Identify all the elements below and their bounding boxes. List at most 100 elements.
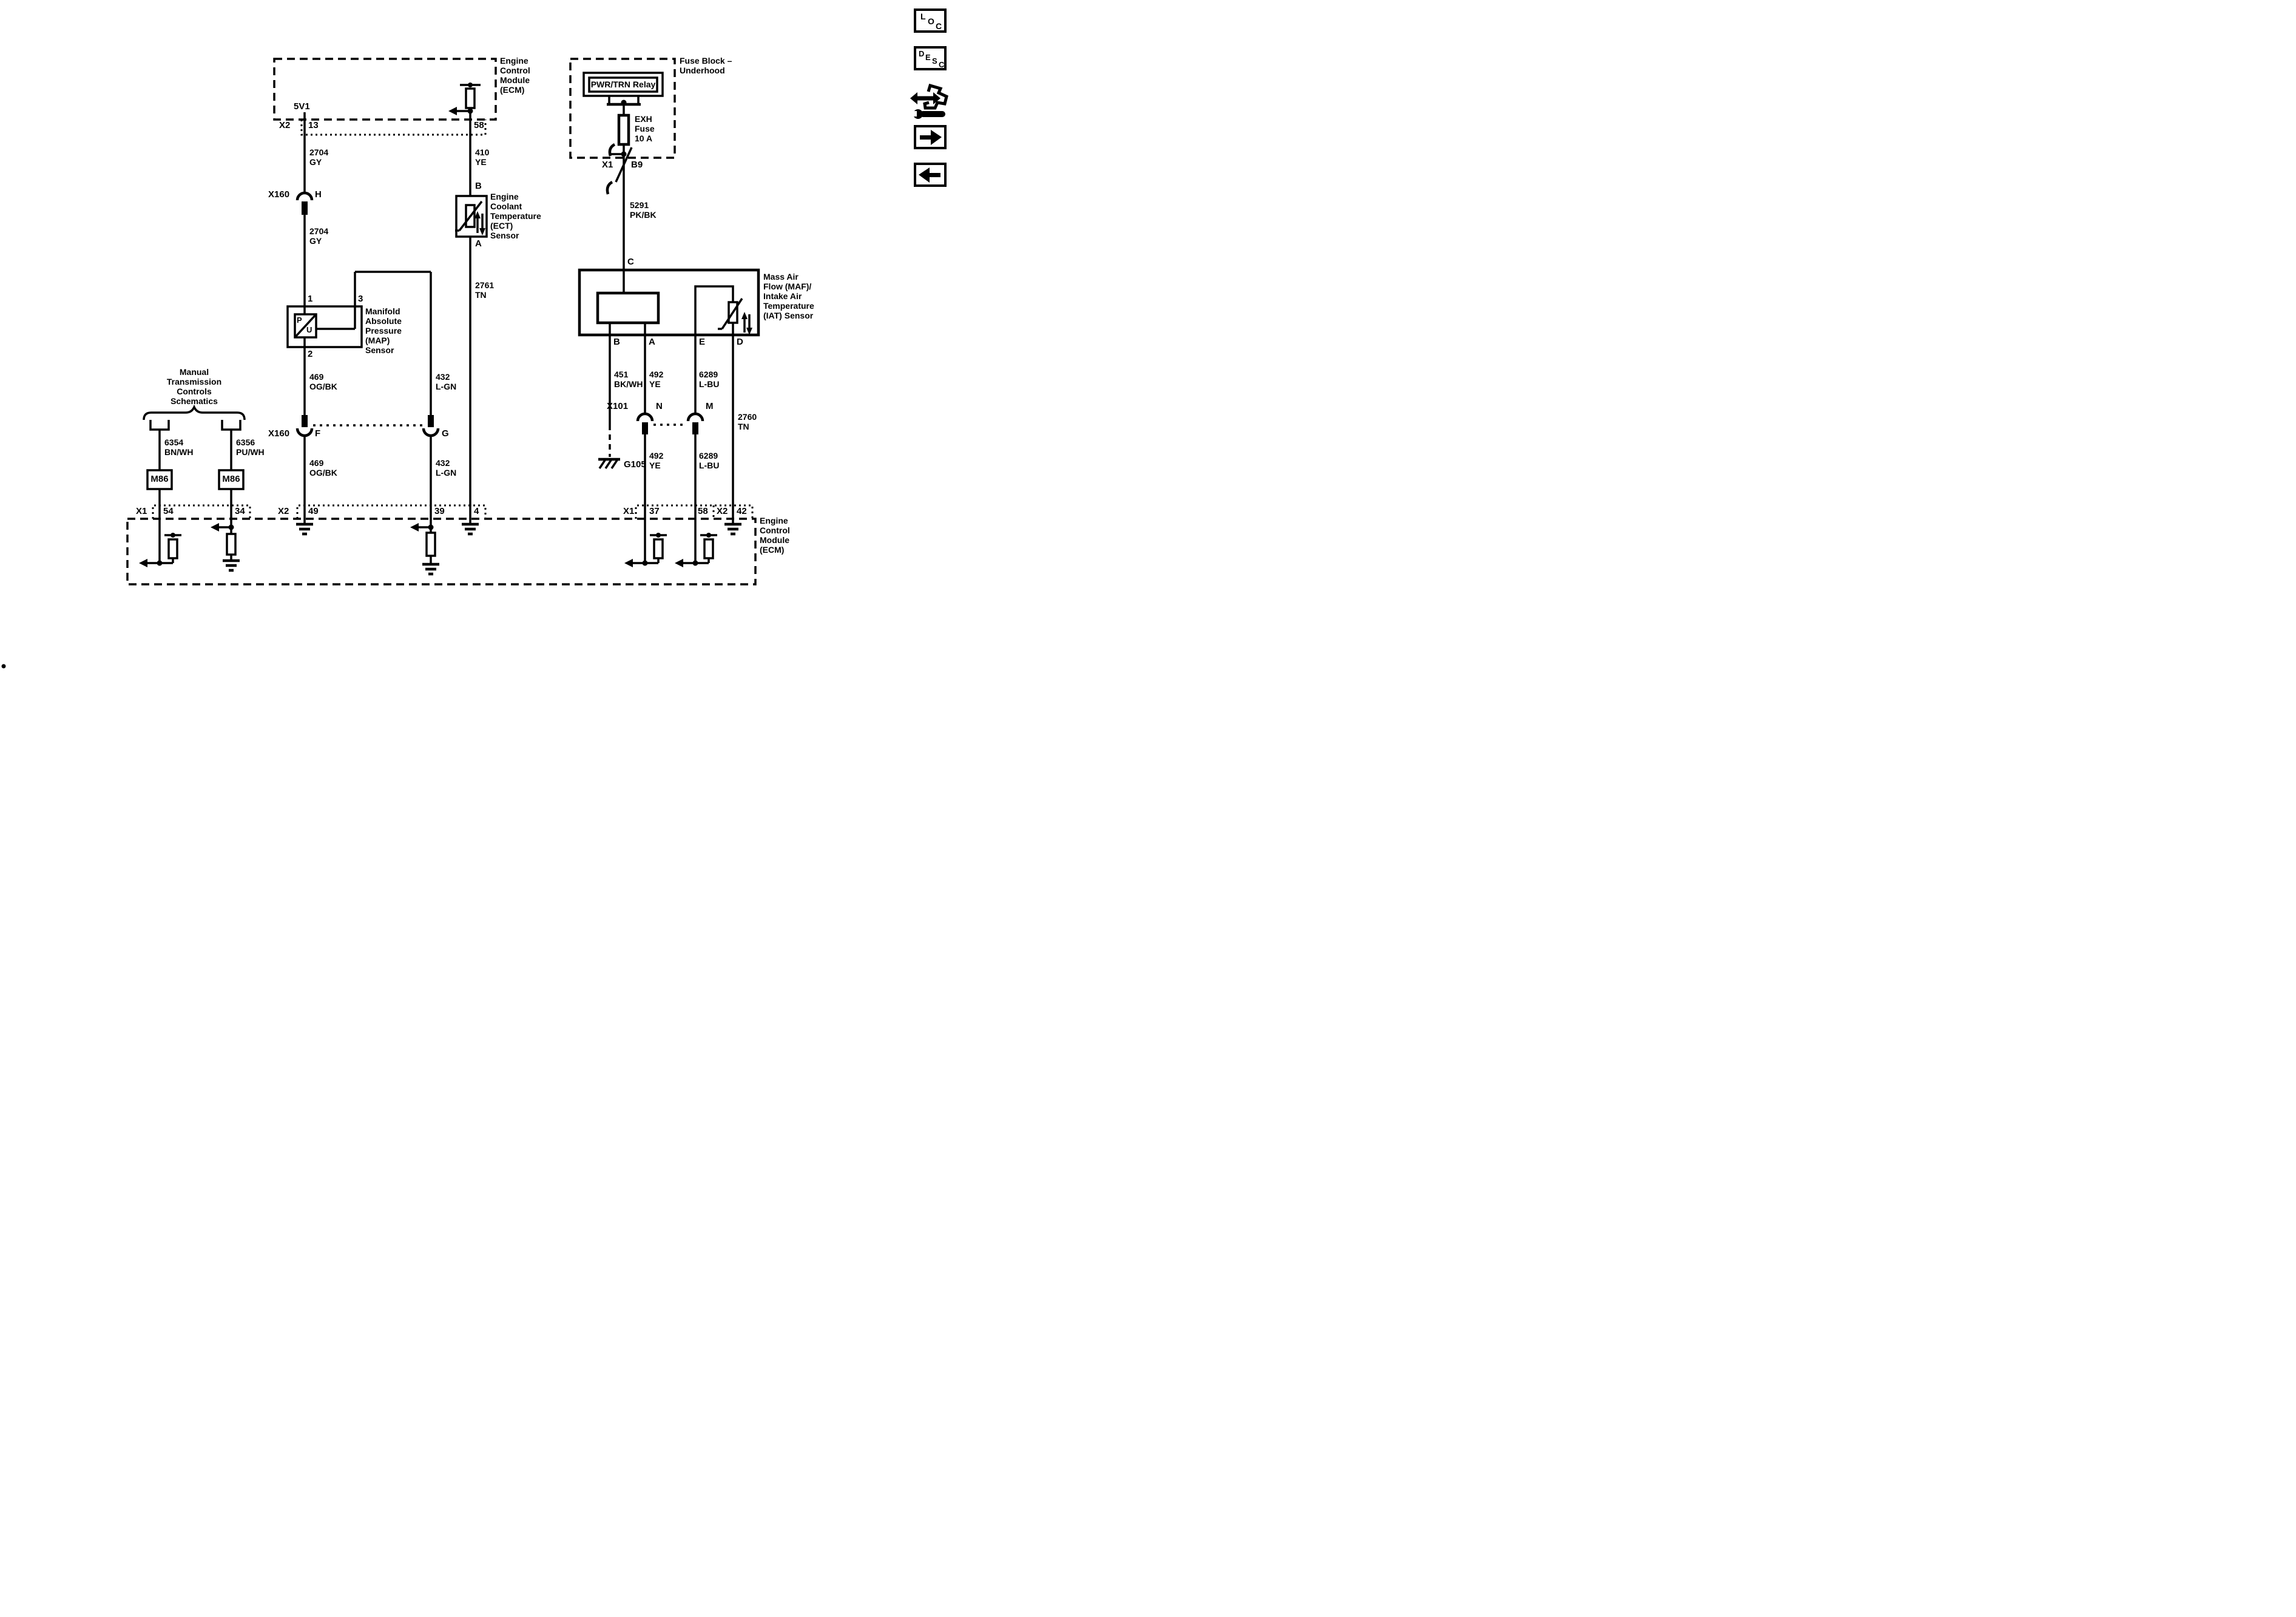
wire-432-label-lower: 432 L-GN [436, 458, 457, 478]
pin-49-label: 49 [308, 506, 319, 516]
pin-g-label: G [442, 428, 449, 439]
wire-2704-label-lower: 2704 GY [309, 226, 329, 246]
manual-trans-title: Manual Transmission Controls Schematics [166, 367, 222, 406]
page-dot [1, 664, 6, 669]
map-pin1-label: 1 [308, 294, 313, 304]
offpage-bracket-6354 [149, 420, 170, 431]
conn-x2-mid-label: X2 [278, 506, 289, 516]
ecm-bottom-label: Engine Control Module (ECM) [760, 516, 790, 555]
wiring-diagram-page: Engine Control Module (ECM) 5V1 X2 13 58… [0, 0, 951, 670]
desc-letter: S [932, 56, 937, 66]
iat-thermistor-symbol [718, 298, 752, 335]
map-sensor-box [286, 272, 363, 348]
wire-2761-label: 2761 TN [475, 280, 495, 300]
connector-x160-f [295, 415, 314, 437]
pin-54-label: 54 [163, 506, 174, 516]
relay-terminal [607, 96, 641, 106]
ect-sensor-box [455, 195, 488, 238]
desc-letter: D [919, 49, 925, 58]
desc-letter: E [925, 53, 931, 62]
loc-letter: O [928, 16, 934, 26]
desc-button[interactable]: D E S C [914, 46, 947, 70]
pin-34-label: 34 [235, 506, 245, 516]
wire-6289-label-upper: 6289 L-BU [699, 370, 720, 389]
manual-trans-brace [143, 404, 246, 420]
maf-iat-sensor-box [578, 268, 760, 337]
loc-letter: L [920, 12, 926, 21]
pin-row-x2-top [300, 120, 487, 136]
connector-x101-n [636, 412, 654, 434]
ecm-pullup-resistor-58 [460, 83, 481, 114]
pin-f-label: F [315, 428, 321, 439]
connector-x160-g [422, 415, 440, 437]
ground-pin4 [462, 522, 479, 536]
wire-6354-label: 6354 BN/WH [164, 437, 194, 457]
wire-6356-label: 6356 PU/WH [236, 437, 265, 457]
pin-42-label: 42 [737, 506, 747, 516]
pin-4-label: 4 [474, 506, 479, 516]
maf-pin-a-label: A [649, 337, 655, 347]
pin-h-label: H [315, 189, 322, 200]
connector-x101-m [686, 412, 704, 434]
pin-row-x2-mid [296, 504, 487, 519]
schematic-linework [1, 58, 760, 669]
left-arrow-icon [919, 167, 940, 183]
fuse-block-label: Fuse Block – Underhood [680, 56, 732, 75]
ect-pin-a-label: A [475, 238, 482, 249]
wire-469-label-upper: 469 OG/BK [309, 372, 337, 391]
connector-x160-h [295, 191, 314, 215]
maf-pin-d-label: D [737, 337, 743, 347]
map-sensor-label: Manifold Absolute Pressure (MAP) Sensor [365, 306, 402, 355]
exh-fuse-symbol [617, 104, 630, 153]
conn-x1-right-label: X1 [623, 506, 635, 516]
wire-432-label-upper: 432 L-GN [436, 372, 457, 391]
ground-pin42 [724, 522, 741, 536]
conn-x2-top-label: X2 [279, 120, 291, 130]
wire-6289-label-lower: 6289 L-BU [699, 451, 720, 470]
offpage-bracket-6356 [221, 420, 241, 431]
map-pin2-label: 2 [308, 349, 313, 359]
ref-5v1-label: 5V1 [294, 101, 310, 112]
maf-pin-b-label: B [613, 337, 620, 347]
pin-n-label: N [656, 401, 663, 411]
next-page-button[interactable] [914, 125, 947, 149]
double-arrow-wrench-icon [910, 83, 948, 119]
wire-410-label: 410 YE [475, 147, 490, 167]
wire-5291-label: 5291 PK/BK [630, 200, 657, 220]
conn-x101-name: X101 [607, 401, 629, 411]
pin-58-top-label: 58 [474, 120, 484, 130]
wire-469-label-lower: 469 OG/BK [309, 458, 337, 478]
wire-492-label-lower: 492 YE [649, 451, 664, 470]
pin-39-label: 39 [434, 506, 445, 516]
wire-451-label: 451 BK/WH [614, 370, 643, 389]
pin-m-label: M [706, 401, 714, 411]
pin-37-label: 37 [649, 506, 660, 516]
splice-m86-left-label: M86 [150, 474, 169, 484]
previous-page-button[interactable] [914, 163, 947, 187]
ground-g105-label: G105 [624, 459, 646, 470]
pin-b9-label: B9 [631, 160, 643, 170]
schematic-navigation-button[interactable] [910, 83, 950, 120]
ect-pin-b-label: B [475, 181, 482, 191]
pin-58-bottom-label: 58 [698, 506, 708, 516]
ecm-resistor-pin37 [624, 533, 667, 567]
pin-13-label: 13 [308, 120, 319, 130]
fuse-block-box [569, 58, 676, 159]
ecm-resistor-pin34 [211, 523, 240, 572]
ecm-resistor-pin58-bottom [675, 533, 717, 567]
ground-g105 [598, 457, 620, 469]
conn-x160-fg-name: X160 [268, 428, 290, 439]
conn-x1-left-label: X1 [136, 506, 147, 516]
ecm-resistor-pin54 [139, 533, 181, 567]
loc-button[interactable]: L O C [914, 8, 947, 33]
wire-492-label-upper: 492 YE [649, 370, 664, 389]
ect-updown-arrows-icon [474, 211, 485, 235]
conn-x160-h-name: X160 [268, 189, 290, 200]
ecm-bottom-box [126, 518, 757, 586]
map-symbol-u: U [306, 325, 312, 334]
exh-fuse-label: EXH Fuse 10 A [635, 114, 655, 143]
wire-2760-label: 2760 TN [738, 412, 757, 431]
offpage-arrow-58-top [448, 107, 470, 115]
ground-pin49 [296, 522, 313, 536]
splice-m86-right-label: M86 [222, 474, 240, 484]
